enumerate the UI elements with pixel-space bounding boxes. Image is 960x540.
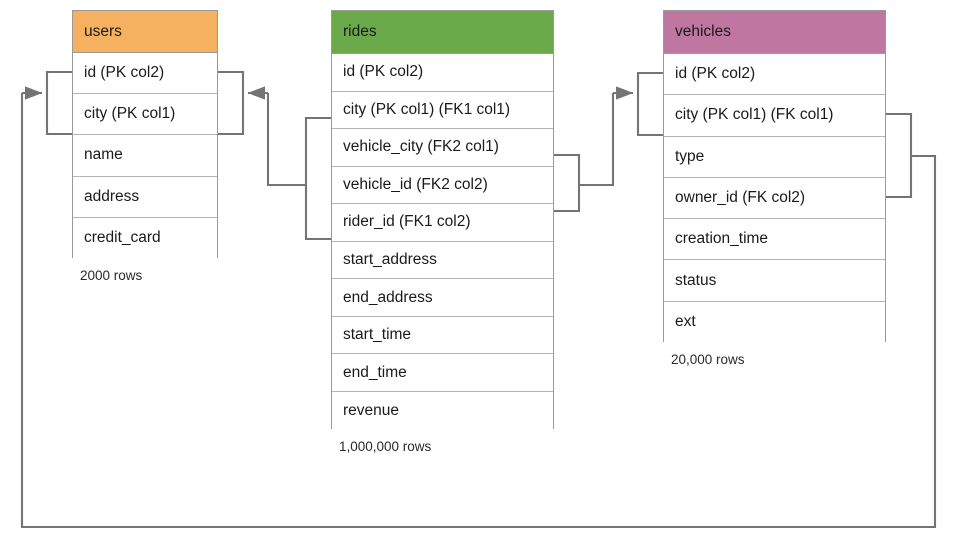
column-row[interactable]: ext (664, 301, 885, 344)
column-row[interactable]: city (PK col1) (73, 94, 217, 136)
connector-rides-fk1-bracket (304, 116, 331, 241)
connector-rides-fk1-path (266, 93, 306, 187)
column-row[interactable]: end_address (332, 279, 553, 317)
connector-vehicles-target-bracket-left (636, 71, 663, 137)
connector-rides-fk2-path (579, 93, 615, 187)
column-row[interactable]: creation_time (664, 219, 885, 261)
column-row[interactable]: end_time (332, 354, 553, 392)
connector-users-target-bracket-right (218, 70, 245, 136)
connector-rides-fk2-bracket (554, 153, 581, 213)
column-row[interactable]: start_time (332, 316, 553, 355)
column-row[interactable]: rider_id (FK1 col2) (332, 204, 553, 242)
column-row[interactable]: vehicle_id (FK2 col2) (332, 166, 553, 205)
connector-users-target-bracket-left (45, 70, 72, 136)
column-row[interactable]: revenue (332, 391, 553, 430)
row-count-vehicles: 20,000 rows (671, 352, 745, 368)
column-row[interactable]: type (664, 136, 885, 178)
column-row[interactable]: status (664, 260, 885, 302)
column-row[interactable]: id (PK col2) (73, 53, 217, 95)
table-header-rides[interactable]: rides (332, 11, 553, 54)
column-row[interactable]: address (73, 176, 217, 218)
column-row[interactable]: city (PK col1) (FK col1) (664, 95, 885, 137)
column-row[interactable]: credit_card (73, 217, 217, 259)
column-row[interactable]: owner_id (FK col2) (664, 177, 885, 220)
column-row[interactable]: vehicle_city (FK2 col1) (332, 129, 553, 167)
column-row[interactable]: name (73, 135, 217, 177)
connector-vehicles-fk-bracket (886, 112, 913, 199)
column-row[interactable]: start_address (332, 241, 553, 280)
table-header-vehicles[interactable]: vehicles (664, 11, 885, 54)
row-count-rides: 1,000,000 rows (339, 438, 432, 454)
column-row[interactable]: id (PK col2) (664, 54, 885, 96)
row-count-users: 2000 rows (80, 268, 143, 283)
column-row[interactable]: id (PK col2) (332, 54, 553, 92)
table-header-users[interactable]: users (73, 11, 217, 53)
column-row[interactable]: city (PK col1) (FK1 col1) (332, 91, 553, 130)
